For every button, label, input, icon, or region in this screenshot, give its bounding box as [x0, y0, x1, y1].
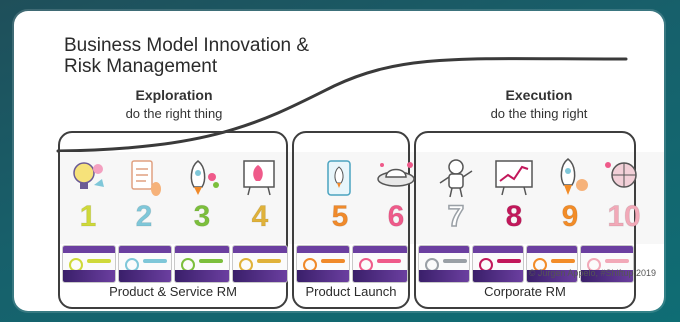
- mini-card-7: [418, 245, 470, 283]
- step-number-10: 10: [607, 200, 641, 234]
- step-number-8: 8: [505, 200, 523, 234]
- s-curve: [56, 57, 628, 153]
- mini-cards-group-1: [60, 245, 288, 283]
- rocket-icon: [190, 160, 219, 195]
- step-8: 8: [488, 153, 540, 243]
- mini-card-3: [174, 245, 230, 283]
- step-2: 2: [118, 153, 170, 243]
- mini-card-8: [472, 245, 524, 283]
- mini-card-5: [296, 245, 350, 283]
- checklist-icon: [131, 160, 161, 196]
- title-line-2: Risk Management: [64, 56, 218, 77]
- mini-card-9: [526, 245, 578, 283]
- group-product-service-rm: Product & Service RM: [58, 131, 288, 309]
- step-3: 3: [176, 153, 228, 243]
- title-line-1: Business Model Innovation &: [64, 35, 310, 56]
- astronaut-icon: [439, 159, 473, 198]
- group-label-product-launch: Product Launch: [305, 284, 397, 299]
- step-1: 1: [62, 153, 114, 243]
- step-10: 10: [596, 153, 652, 243]
- step-number-2: 2: [135, 200, 153, 234]
- lightbulb-icon: [73, 162, 104, 189]
- mini-card-1: [62, 245, 116, 283]
- step-7: 7: [430, 153, 482, 243]
- group-corporate-rm: Corporate RM: [414, 131, 636, 309]
- presentation-icon: [243, 160, 275, 196]
- execution-header: Execution do the thing right: [459, 86, 619, 123]
- step-number-3: 3: [193, 200, 211, 234]
- chart-board-icon: [495, 160, 533, 196]
- copyright-note: © Jurgen Appelo, #Shiftup 2019: [528, 268, 656, 278]
- globe-rocket-icon: [605, 162, 637, 188]
- step-4: 4: [234, 153, 286, 243]
- step-number-1: 1: [79, 200, 97, 234]
- group-label-product-service-rm: Product & Service RM: [109, 284, 237, 299]
- step-number-9: 9: [561, 200, 579, 234]
- group-product-launch: Product Launch: [292, 131, 410, 309]
- diagram-title: Business Model Innovation & Risk Managem…: [64, 35, 384, 77]
- exploration-heading: Exploration: [135, 87, 213, 103]
- step-number-6: 6: [387, 200, 405, 234]
- step-number-4: 4: [251, 200, 269, 234]
- mini-card-10: [580, 245, 634, 283]
- diagram-card: Business Model Innovation & Risk Managem…: [14, 11, 664, 311]
- spaceship-icon: [377, 162, 415, 187]
- growth-curve-line: [56, 57, 628, 153]
- step-number-5: 5: [331, 200, 349, 234]
- execution-subheading: do the thing right: [490, 106, 588, 121]
- mini-cards-group-3: [416, 245, 634, 283]
- exploration-header: Exploration do the right thing: [94, 86, 254, 123]
- rocket-launch-icon: [560, 158, 588, 195]
- phone-rocket-icon: [327, 160, 351, 196]
- exploration-subheading: do the right thing: [125, 106, 223, 121]
- mini-card-4: [232, 245, 288, 283]
- mini-card-2: [118, 245, 172, 283]
- step-5: 5: [314, 153, 366, 243]
- step-9: 9: [544, 153, 596, 243]
- execution-heading: Execution: [505, 87, 573, 103]
- mini-cards-group-2: [294, 245, 408, 283]
- mini-card-6: [352, 245, 408, 283]
- step-number-7: 7: [447, 199, 465, 234]
- step-6: 6: [370, 153, 422, 243]
- group-label-corporate-rm: Corporate RM: [484, 284, 566, 299]
